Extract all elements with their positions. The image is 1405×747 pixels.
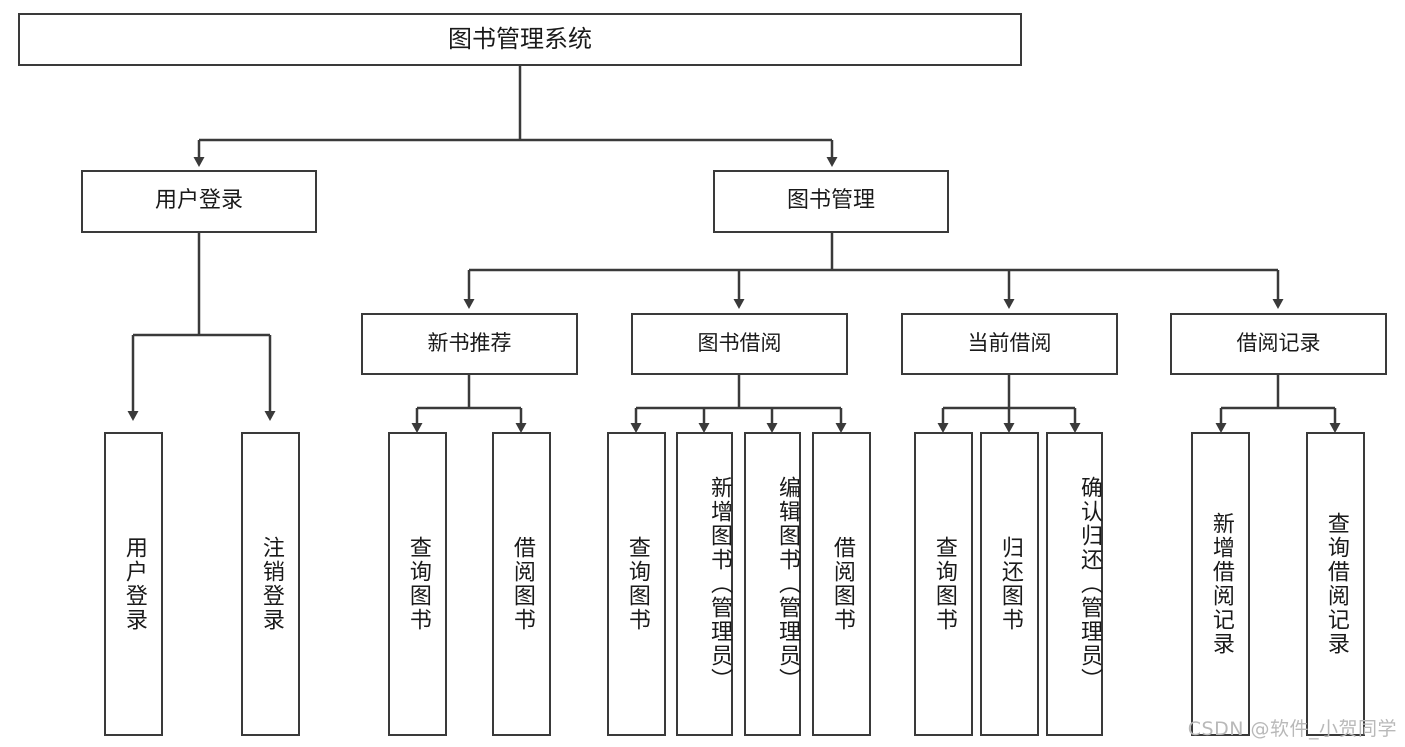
node-label: 新书推荐 [427,331,512,356]
node-borrow-record[interactable]: 借阅记录 [1170,313,1387,375]
node-label: 借阅记录 [1236,331,1321,356]
leaf-add-book-admin[interactable]: 新增图书（管理员） [676,432,733,736]
node-label: 编辑图书（管理员） [775,476,800,692]
leaf-confirm-return-admin[interactable]: 确认归还（管理员） [1046,432,1103,736]
node-label: 新增图书（管理员） [707,476,732,692]
leaf-borrow-book-newbook[interactable]: 借阅图书 [492,432,551,736]
node-label: 查询图书 [931,536,957,632]
node-label: 用户登录 [154,188,243,214]
node-label: 图书管理系统 [448,25,592,54]
node-root-book-management-system[interactable]: 图书管理系统 [18,13,1022,66]
node-label: 注销登录 [258,536,284,632]
leaf-query-book-current[interactable]: 查询图书 [914,432,973,736]
node-label: 图书管理 [786,188,875,214]
csdn-watermark: CSDN @软件_小贺同学 [1187,718,1397,740]
leaf-add-borrow-record[interactable]: 新增借阅记录 [1191,432,1250,736]
leaf-borrow-book-borrow[interactable]: 借阅图书 [812,432,871,736]
leaf-query-borrow-record[interactable]: 查询借阅记录 [1306,432,1365,736]
leaf-query-book-newbook[interactable]: 查询图书 [388,432,447,736]
leaf-logout[interactable]: 注销登录 [241,432,300,736]
leaf-query-book-borrow[interactable]: 查询图书 [607,432,666,736]
node-new-book-recommend[interactable]: 新书推荐 [361,313,578,375]
node-current-borrow[interactable]: 当前借阅 [901,313,1118,375]
node-label: 确认归还（管理员） [1077,476,1102,692]
node-user-login[interactable]: 用户登录 [81,170,317,233]
leaf-return-book[interactable]: 归还图书 [980,432,1039,736]
leaf-user-login[interactable]: 用户登录 [104,432,163,736]
node-label: 图书借阅 [697,331,782,356]
node-label: 查询图书 [405,536,431,632]
node-label: 借阅图书 [829,536,855,632]
node-label: 新增借阅记录 [1208,512,1234,656]
node-label: 查询借阅记录 [1323,512,1349,656]
node-label: 归还图书 [997,536,1023,632]
leaf-edit-book-admin[interactable]: 编辑图书（管理员） [744,432,801,736]
node-label: 借阅图书 [509,536,535,632]
node-book-borrow[interactable]: 图书借阅 [631,313,848,375]
node-label: 用户登录 [121,536,147,632]
node-label: 查询图书 [624,536,650,632]
node-label: 当前借阅 [967,331,1052,356]
node-book-management[interactable]: 图书管理 [713,170,949,233]
